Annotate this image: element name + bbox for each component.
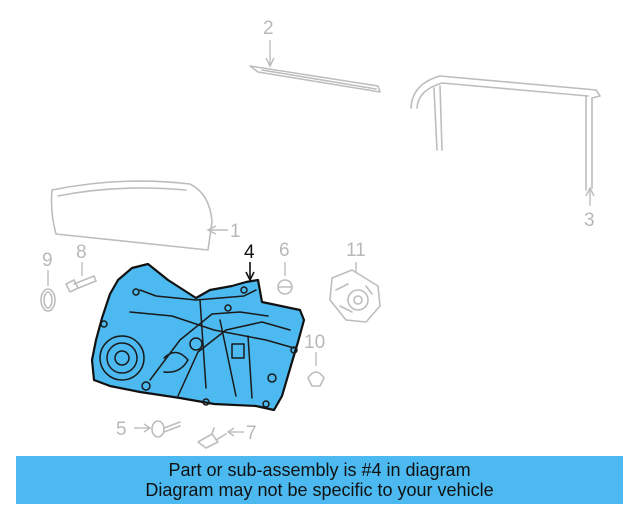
banner-line-1: Part or sub-assembly is #4 in diagram [168,460,471,480]
callout-9: 9 [42,250,53,271]
callout-7: 7 [246,423,257,444]
info-banner: Part or sub-assembly is #4 in diagram Di… [16,456,623,504]
banner-line-2: Diagram may not be specific to your vehi… [145,480,494,500]
callout-8: 8 [76,242,87,263]
part-5-screw [134,420,181,438]
callout-6: 6 [279,240,290,261]
part-2-weatherstrip [249,40,381,93]
callout-10: 10 [304,332,325,353]
part-4-window-regulator [90,262,306,412]
part-10-cap [307,352,325,387]
part-9-grommet [40,270,56,312]
part-7-fastener [197,427,244,449]
part-1-glass [50,180,228,251]
callout-4: 4 [244,242,255,263]
callout-2: 2 [263,18,274,39]
part-3-run-channel [410,75,601,206]
callout-1: 1 [230,221,241,242]
part-8-bolt [65,262,97,293]
callout-11: 11 [346,240,366,261]
callout-5: 5 [116,419,127,440]
callout-3: 3 [584,210,595,231]
part-6-clip [277,262,293,295]
part-11-motor [329,262,381,323]
